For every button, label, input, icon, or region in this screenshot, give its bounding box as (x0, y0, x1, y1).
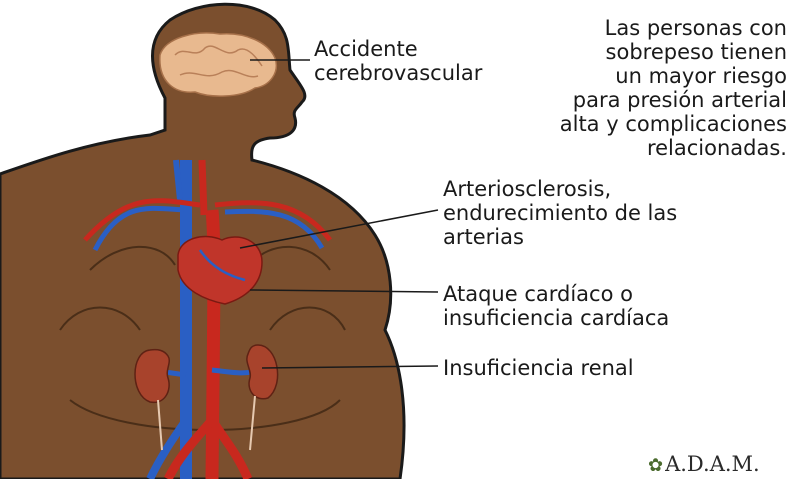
label-kidney-failure: Insuficiencia renal (443, 356, 634, 380)
brand-text: A.D.A.M. (665, 452, 760, 476)
brand-logo: ✿A.D.A.M. (648, 452, 760, 476)
jugular-vein (176, 160, 180, 200)
label-atherosclerosis: Arteriosclerosis, endurecimiento de las … (443, 177, 677, 249)
renal-vessel-left (165, 372, 186, 375)
kidney-left (135, 350, 169, 403)
label-heart-failure: Ataque cardíaco o insuficiencia cardíaca (443, 282, 669, 330)
carotid-artery (202, 160, 204, 215)
label-risk-note: Las personas con sobrepeso tienen un may… (487, 16, 787, 160)
leaf-icon: ✿ (648, 455, 663, 476)
label-stroke: Accidente cerebrovascular (314, 37, 482, 85)
brain (160, 33, 276, 96)
renal-vessel-right (212, 370, 252, 373)
